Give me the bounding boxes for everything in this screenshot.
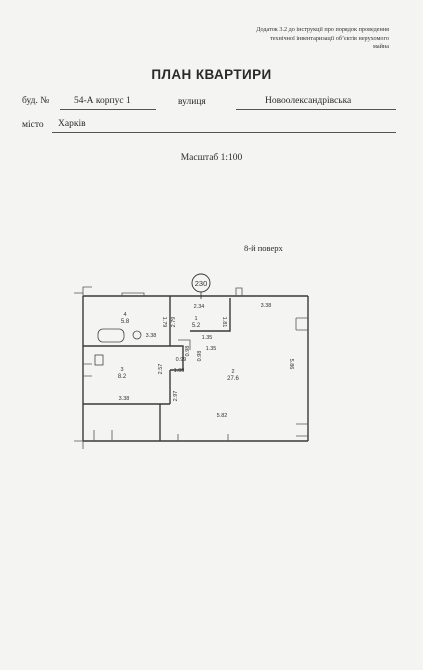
dim-room1-right: 1.81 xyxy=(221,317,227,328)
building-label: буд. № xyxy=(22,96,50,106)
scale-label: Масштаб 1:100 xyxy=(180,153,243,163)
top-stub-right xyxy=(235,287,243,296)
dim-corridor-c: 1.09 xyxy=(174,368,185,374)
corridor-inner xyxy=(178,339,191,350)
left-window xyxy=(83,363,92,377)
room-2-area: 27.6 xyxy=(227,376,239,382)
dim-room2-bottom: 5.82 xyxy=(217,413,228,419)
dim-corridor-b: 0.99 xyxy=(176,357,187,363)
dim-top-room1: 2.34 xyxy=(194,304,205,310)
bottom-door-left xyxy=(93,430,113,441)
appendix-line: майна xyxy=(373,43,389,51)
room-2-number: 2 xyxy=(231,369,234,375)
dim-room1-left: 2.79 xyxy=(171,317,177,328)
room-1-number: 1 xyxy=(194,316,197,322)
room-1-area: 5.2 xyxy=(192,323,201,329)
dim-room2-right: 5.86 xyxy=(288,359,294,370)
room-4-area: 5.8 xyxy=(121,319,130,325)
dim-bath-height: 1.79 xyxy=(161,317,167,328)
top-stub-left xyxy=(74,286,92,296)
dim-room3-right: 2.57 xyxy=(158,364,164,375)
wall-room1-right xyxy=(190,298,231,332)
city-label: місто xyxy=(22,120,44,130)
toilet-icon xyxy=(132,330,142,340)
appendix-line: технічної інвентаризації об’єктів нерухо… xyxy=(270,34,389,42)
appendix-line: Додаток 3.2 до інструкції про порядок пр… xyxy=(256,26,389,33)
street-value: Новоолександрівська xyxy=(265,96,352,106)
building-value: 54-А корпус 1 xyxy=(74,96,131,106)
dim-room3-bottom: 3.38 xyxy=(119,396,130,402)
street-underline xyxy=(236,109,396,110)
right-window-low xyxy=(296,423,308,437)
dim-room2-left: 2.97 xyxy=(173,391,179,402)
stove-icon xyxy=(94,354,104,366)
room-4-number: 4 xyxy=(123,312,126,318)
marker-number: 230 xyxy=(195,279,208,288)
dim-top-room2: 3.38 xyxy=(261,303,272,309)
document-title: ПЛАН КВАРТИРИ xyxy=(151,67,272,82)
room-3-area: 8.2 xyxy=(118,374,127,380)
top-stub-center xyxy=(121,292,145,296)
bottom-stub-left xyxy=(74,440,84,449)
dim-corridor-v2: 0.98 xyxy=(197,351,203,362)
room-3-number: 3 xyxy=(120,367,123,373)
street-label: вулиця xyxy=(178,97,206,107)
building-underline xyxy=(60,109,156,110)
bathtub-icon xyxy=(97,328,125,343)
wall-corridor xyxy=(170,345,184,371)
bottom-door-right xyxy=(177,434,229,441)
right-window xyxy=(295,317,308,331)
dim-corridor-a: 1.35 xyxy=(206,346,217,352)
floor-label: 8-й поверх xyxy=(244,243,283,253)
dim-room1-bottom: 1.35 xyxy=(202,335,213,341)
dim-bath-width: 3.38 xyxy=(146,333,157,339)
city-underline xyxy=(52,132,396,133)
dim-corridor-v1: 0.98 xyxy=(185,346,191,357)
appendix-note: Додаток 3.2 до інструкції про порядок пр… xyxy=(209,26,389,52)
city-value: Харків xyxy=(58,119,86,129)
